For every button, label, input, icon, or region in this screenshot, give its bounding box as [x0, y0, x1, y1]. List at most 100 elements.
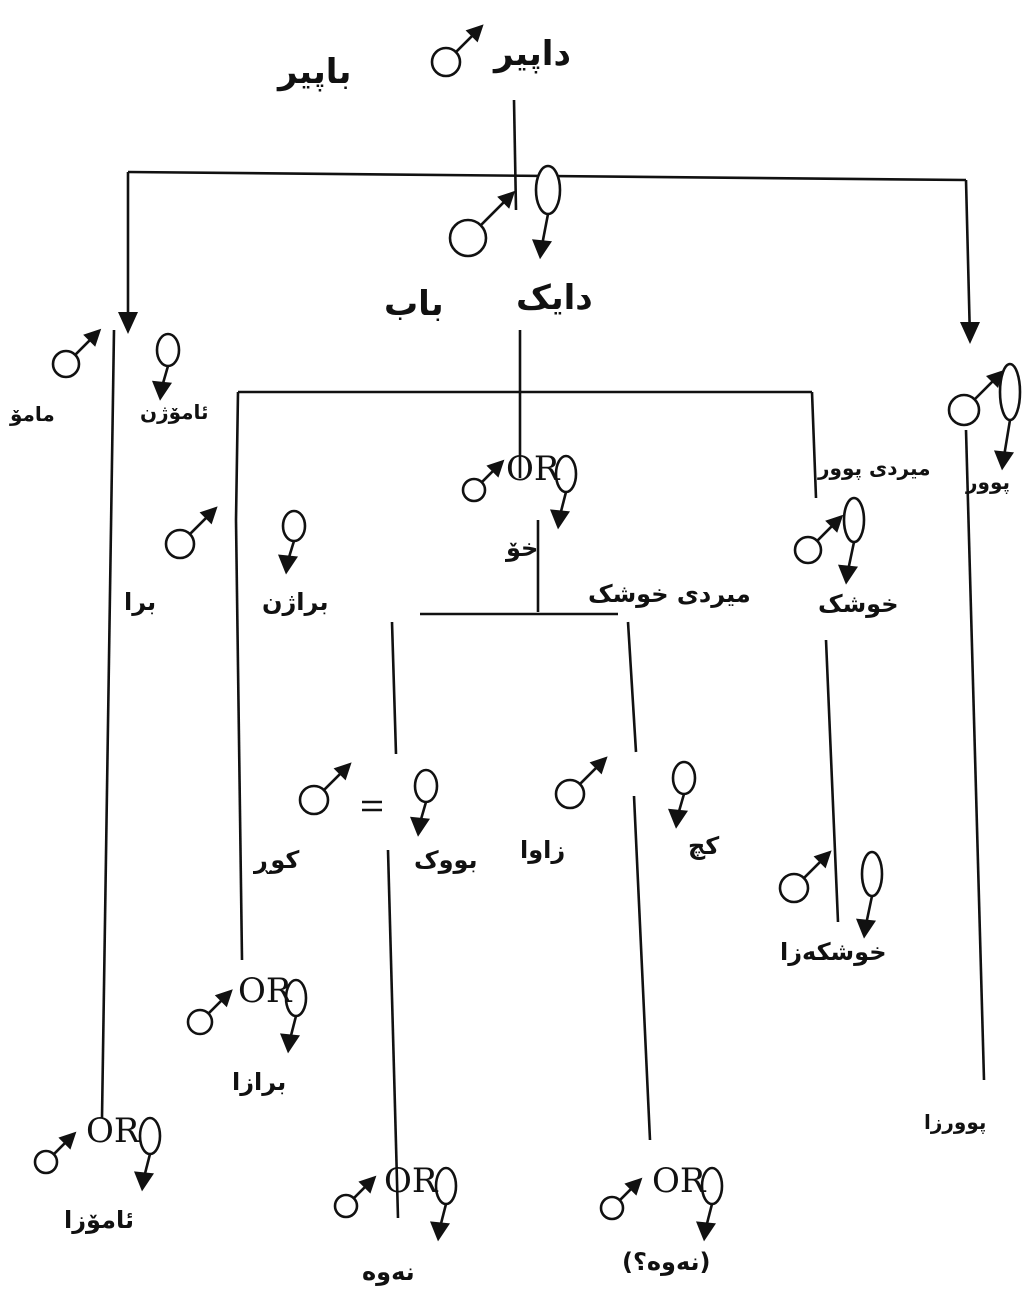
female-symbol-icon [152, 332, 181, 401]
connector-line-16 [632, 795, 652, 1141]
arrow-head-icon [465, 24, 484, 43]
arrow-head-icon [668, 808, 688, 829]
female-symbol-icon [280, 978, 308, 1054]
arrow-head-icon [358, 1175, 377, 1194]
female-ellipse [138, 1116, 162, 1156]
label-son-in-law: زاوا [520, 836, 566, 864]
label-brother-child: برازا [232, 1068, 287, 1096]
female-symbol-icon [430, 1166, 458, 1242]
male-circle [186, 1008, 214, 1036]
arrow-head-icon [430, 1221, 450, 1242]
connector-line-15 [386, 849, 400, 1219]
label-self: خۆ [506, 534, 539, 562]
or-text-0: OR [506, 449, 561, 489]
male-circle [461, 477, 487, 503]
female-ellipse [281, 509, 307, 543]
connector-line-3 [964, 179, 972, 341]
female-ellipse [860, 850, 884, 898]
arrow-head-icon [58, 1131, 77, 1150]
arrow-head-icon [624, 1177, 643, 1196]
connector-line-8 [100, 329, 116, 1119]
label-paternal-uncle: مامۆ [10, 402, 55, 426]
arrow-head-icon [838, 564, 858, 585]
connector-line-17 [824, 639, 840, 923]
male-circle [430, 46, 462, 78]
connector-line-6 [234, 391, 240, 521]
male-symbol-icon [461, 459, 505, 503]
female-ellipse [534, 164, 562, 216]
male-symbol-icon [298, 762, 352, 816]
label-grandchild: نەوە [362, 1258, 415, 1286]
connector-line-13 [390, 621, 398, 755]
connector-line-14 [626, 621, 638, 753]
arrow-head-icon [994, 450, 1014, 471]
arrow-head-icon [589, 756, 608, 775]
male-circle [554, 778, 586, 810]
or-text-2: OR [86, 1111, 141, 1151]
arrow-head-icon [134, 1171, 154, 1192]
female-arrow-shaft [540, 213, 550, 246]
connector-line-10 [234, 519, 244, 961]
label-uncle-wife: ئامۆژن [140, 400, 209, 424]
label-brother-wife: براژن [262, 588, 329, 616]
arrow-head-icon [550, 509, 570, 530]
arrow-head-icon [825, 514, 844, 533]
label-sister: خوشک [818, 590, 899, 618]
male-symbol-icon [164, 506, 218, 560]
arrow-head-icon [497, 190, 516, 209]
female-symbol-icon [410, 768, 439, 837]
arrow-head-icon [960, 322, 980, 344]
male-symbol-icon [33, 1131, 77, 1175]
label-sister-child: خوشکەزا [780, 938, 887, 966]
or-text-3: OR [384, 1161, 439, 1201]
label-sister-husband: میردی خوشک [588, 580, 751, 608]
arrow-head-icon [856, 918, 876, 939]
female-ellipse [998, 362, 1022, 422]
or-text-1: OR [238, 971, 293, 1011]
arrow-head-icon [333, 762, 352, 781]
arrow-head-icon [410, 816, 430, 837]
female-ellipse [155, 332, 181, 368]
female-symbol-icon [856, 850, 884, 939]
male-circle [448, 218, 488, 258]
label-uncle-child: ئامۆزا [64, 1206, 134, 1234]
connector-line-7 [810, 391, 818, 499]
male-symbol-icon [186, 989, 233, 1036]
arrow-head-icon [532, 239, 552, 260]
arrow-head-icon [813, 850, 832, 869]
female-symbol-icon [838, 496, 866, 585]
female-ellipse [434, 1166, 458, 1206]
arrow-head-icon [118, 312, 138, 334]
label-son: کوڕ [254, 846, 300, 874]
female-symbol-icon [550, 454, 578, 530]
male-symbol-icon [430, 24, 484, 78]
label-brother: برا [124, 588, 157, 616]
label-grandmother: داپیر [494, 34, 571, 74]
label-aunt-child: پوورزا [924, 1110, 987, 1134]
female-symbol-icon [532, 164, 562, 260]
label-grandchild-question: (نەوە؟) [622, 1248, 711, 1276]
female-symbol-icon [134, 1116, 162, 1192]
female-ellipse [671, 760, 697, 796]
label-aunt: پوور [966, 470, 1010, 494]
male-symbol-icon [554, 756, 608, 810]
label-grandfather: باپیر [278, 52, 352, 92]
male-symbol-icon [793, 514, 844, 565]
male-circle [333, 1193, 359, 1219]
female-symbol-icon [994, 362, 1022, 471]
arrow-head-icon [696, 1221, 716, 1242]
male-circle [51, 349, 81, 379]
connector-lines [100, 99, 986, 1219]
label-daughter: کچ [688, 832, 720, 860]
male-circle [164, 528, 196, 560]
male-symbol-icon [599, 1177, 643, 1221]
label-daughter-in-law: بووک [414, 846, 478, 874]
arrow-head-icon [83, 328, 102, 347]
label-father: باب [384, 284, 444, 324]
connector-line-9 [964, 429, 986, 1081]
male-symbol-icon [51, 328, 102, 379]
female-symbol-icon [696, 1166, 724, 1242]
male-circle [33, 1149, 59, 1175]
